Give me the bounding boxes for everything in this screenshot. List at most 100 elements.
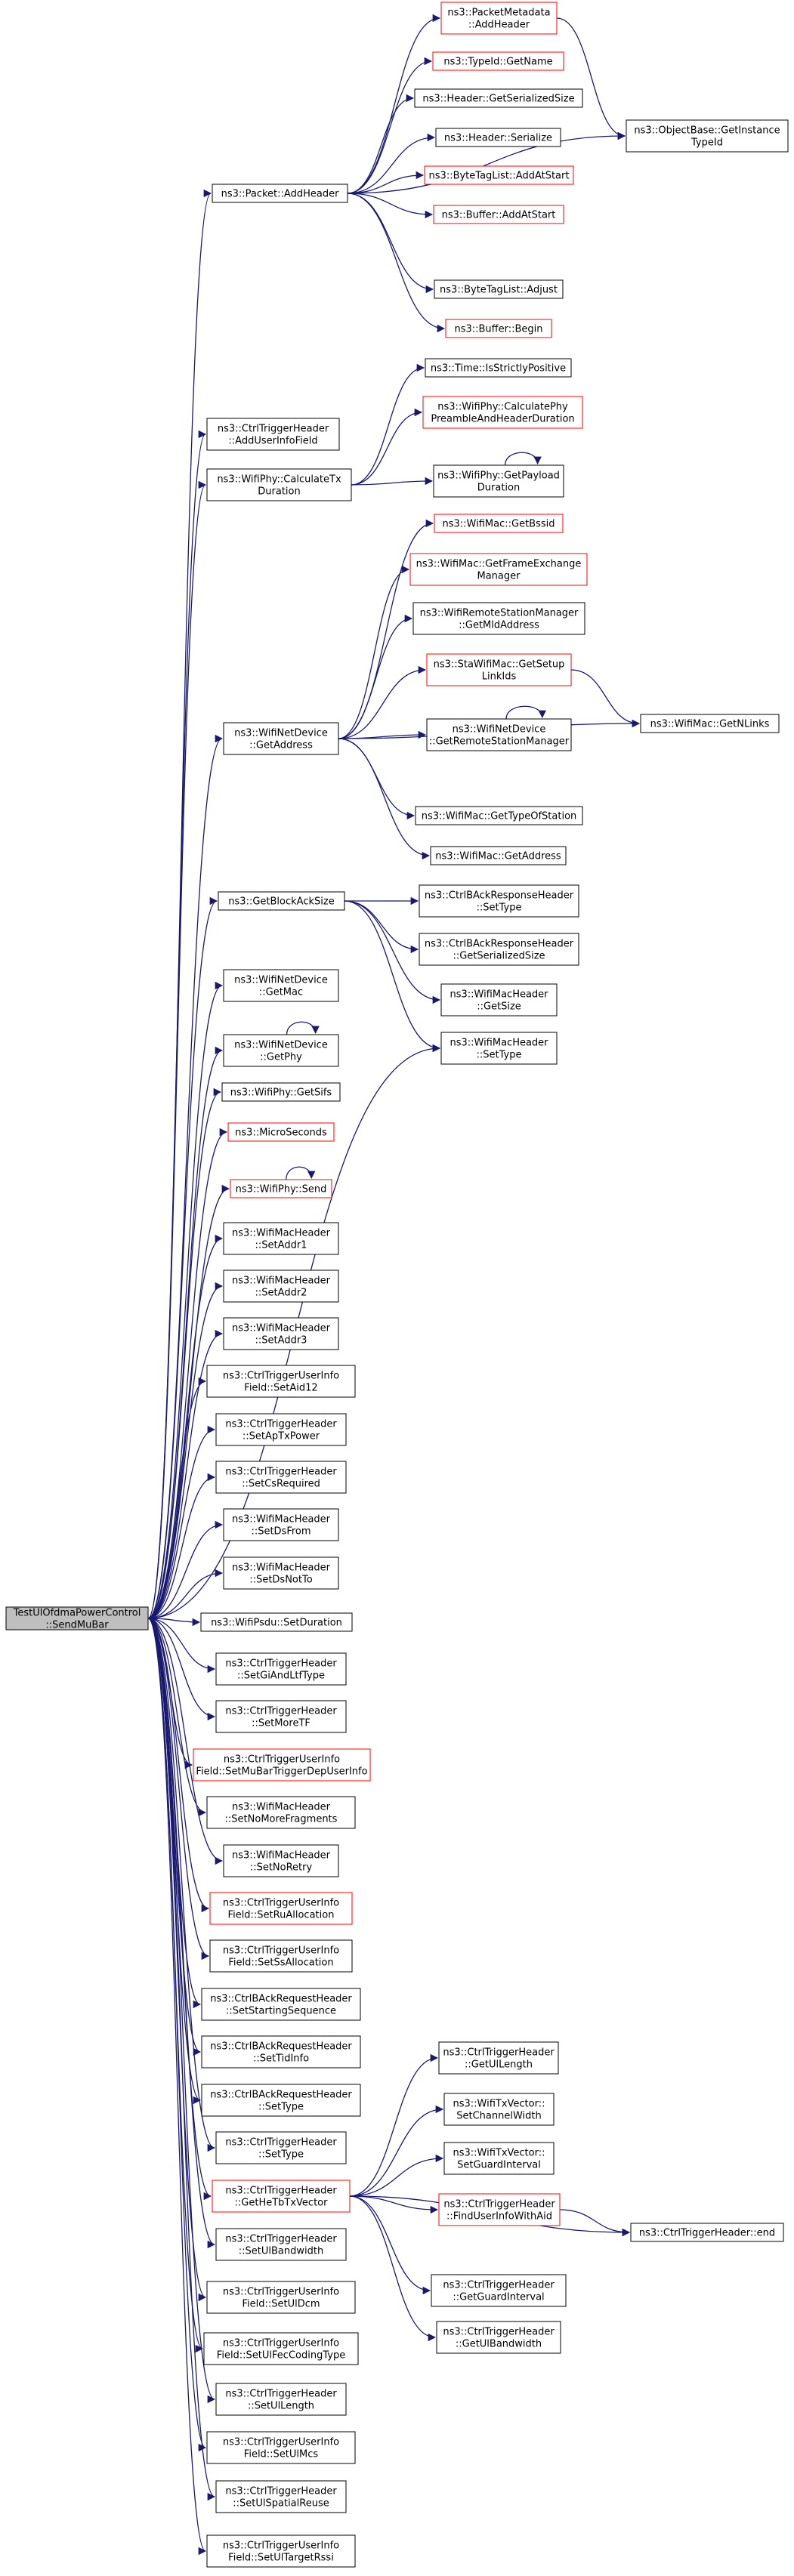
call-edge [147, 1425, 216, 1619]
function-node-bufAddAtStart[interactable]: ns3::Buffer::AddAtStart [433, 205, 564, 224]
function-node-setSsAlloc[interactable]: ns3::CtrlTriggerUserInfoField::SetSsAllo… [209, 1939, 353, 1973]
function-node-root[interactable]: TestUlOfdmaPowerControl::SendMuBar [5, 1606, 149, 1631]
function-node-macGetAddress[interactable]: ns3::WifiMac::GetAddress [430, 846, 567, 865]
function-node-wmhGetSize[interactable]: ns3::WifiMacHeader::GetSize [440, 983, 558, 1017]
function-node-setDsNotTo[interactable]: ns3::WifiMacHeader::SetDsNotTo [223, 1556, 339, 1590]
node-box [215, 2480, 347, 2513]
call-edge [504, 452, 542, 466]
function-node-setRuAlloc[interactable]: ns3::CtrlTriggerUserInfoField::SetRuAllo… [209, 1892, 353, 1925]
function-node-setGuardInterval[interactable]: ns3::WifiTxVector::SetGuardInterval [443, 2142, 555, 2175]
function-node-wndGetPhy[interactable]: ns3::WifiNetDevice::GetPhy [223, 1034, 339, 1067]
node-label: Field::SetUlMcs [244, 2449, 319, 2460]
function-node-setAddr1[interactable]: ns3::WifiMacHeader::SetAddr1 [223, 1222, 339, 1255]
function-node-typeIdGetName[interactable]: ns3::TypeId::GetName [432, 51, 564, 71]
node-label: ns3::WifiMacHeader [232, 1563, 331, 1574]
node-label: ::SetType [477, 1050, 522, 1061]
function-node-setTidInfo[interactable]: ns3::CtrlBAckRequestHeader::SetTidInfo [201, 2035, 361, 2069]
function-node-wndGetAddress[interactable]: ns3::WifiNetDevice::GetAddress [223, 722, 339, 755]
function-node-setMuBarDep[interactable]: ns3::CtrlTriggerUserInfoField::SetMuBarT… [193, 1748, 371, 1782]
function-node-macGetBssid[interactable]: ns3::WifiMac::GetBssid [434, 514, 564, 533]
node-label: Field::SetSsAllocation [228, 1957, 333, 1969]
function-node-btlAddAtStart[interactable]: ns3::ByteTagList::AddAtStart [424, 165, 574, 185]
function-node-trigSetType[interactable]: ns3::CtrlTriggerHeader::SetType [215, 2131, 347, 2164]
function-node-setAddr2[interactable]: ns3::WifiMacHeader::SetAddr2 [223, 1269, 339, 1303]
node-label: ns3::CtrlTriggerHeader [443, 2047, 555, 2059]
node-box [215, 1652, 347, 1686]
function-node-setApTxPower[interactable]: ns3::CtrlTriggerHeader::SetApTxPower [215, 1413, 347, 1446]
function-node-wmhSetType[interactable]: ns3::WifiMacHeader::SetType [440, 1032, 558, 1065]
function-node-barespSetType[interactable]: ns3::CtrlBAckResponseHeader::SetType [419, 884, 579, 918]
call-edge [147, 1618, 224, 1865]
function-node-getHeTbTxVector[interactable]: ns3::CtrlTriggerHeader::GetHeTbTxVector [212, 2180, 351, 2213]
function-node-getGuardInterval[interactable]: ns3::CtrlTriggerHeader::GetGuardInterval [431, 2274, 567, 2307]
function-node-setUlTargetRssi[interactable]: ns3::CtrlTriggerUserInfoField::SetUlTarg… [206, 2534, 356, 2568]
function-node-findUserInfoWithAid[interactable]: ns3::CtrlTriggerHeader::FindUserInfoWith… [438, 2193, 561, 2226]
function-node-calcPhyPreamble[interactable]: ns3::WifiPhy::CalculatePhyPreambleAndHea… [422, 396, 583, 429]
node-label: ::GetSize [477, 1001, 521, 1013]
function-node-setStartSeq[interactable]: ns3::CtrlBAckRequestHeader::SetStartingS… [201, 1988, 361, 2021]
function-node-rsmGetMld[interactable]: ns3::WifiRemoteStationManager::GetMldAdd… [412, 602, 585, 635]
function-node-wndGetMac[interactable]: ns3::WifiNetDevice::GetMac [223, 969, 339, 1002]
node-box [215, 2383, 347, 2416]
function-node-setCsRequired[interactable]: ns3::CtrlTriggerHeader::SetCsRequired [215, 1461, 347, 1494]
node-label: ::GetPhy [260, 1052, 302, 1063]
function-node-trigEnd[interactable]: ns3::CtrlTriggerHeader::end [630, 2223, 784, 2242]
function-node-setAddr3[interactable]: ns3::WifiMacHeader::SetAddr3 [223, 1317, 339, 1350]
node-box [206, 468, 352, 501]
node-label: ns3::ObjectBase::GetInstance [634, 125, 780, 137]
node-label: ns3::CtrlTriggerHeader [225, 1467, 337, 1478]
node-box [414, 88, 583, 108]
function-node-addHeader[interactable]: ns3::Packet::AddHeader [212, 184, 348, 203]
node-label: Field::SetAid12 [244, 1383, 317, 1394]
function-node-bufBegin[interactable]: ns3::Buffer::Begin [445, 319, 552, 338]
function-node-btlAdjust[interactable]: ns3::ByteTagList::Adjust [434, 279, 564, 299]
function-node-wndGetRsm[interactable]: ns3::WifiNetDevice::GetRemoteStationMana… [426, 718, 572, 751]
function-node-setNoMoreFrag[interactable]: ns3::WifiMacHeader::SetNoMoreFragments [206, 1796, 356, 1829]
node-layer: TestUlOfdmaPowerControl::SendMuBar ns3::P… [5, 2, 789, 2568]
function-node-hdrGetSerSize[interactable]: ns3::Header::GetSerializedSize [414, 88, 583, 108]
function-node-phyGetSifs[interactable]: ns3::WifiPhy::GetSifs [221, 1082, 341, 1102]
node-label: ::GetUlLength [465, 2059, 533, 2071]
node-box [223, 1269, 339, 1303]
function-node-phySend[interactable]: ns3::WifiPhy::Send [230, 1179, 332, 1199]
node-box [640, 714, 780, 733]
function-node-barSetType[interactable]: ns3::CtrlBAckRequestHeader::SetType [201, 2084, 361, 2117]
function-node-getBlockAckSize[interactable]: ns3::GetBlockAckSize [218, 891, 345, 911]
function-node-addUserInfoField[interactable]: ns3::CtrlTriggerHeader::AddUserInfoField [206, 418, 340, 451]
function-node-setUlBandwidth[interactable]: ns3::CtrlTriggerHeader::SetUlBandwidth [215, 2228, 347, 2261]
function-node-setNoRetry[interactable]: ns3::WifiMacHeader::SetNoRetry [223, 1844, 339, 1877]
node-label: ns3::Header::GetSerializedSize [422, 94, 574, 105]
function-node-setGiAndLtfType[interactable]: ns3::CtrlTriggerHeader::SetGiAndLtfType [215, 1652, 347, 1686]
call-edge [347, 57, 433, 194]
function-node-macGetTypeOfStation[interactable]: ns3::WifiMac::GetTypeOfStation [415, 806, 583, 825]
node-label: ::SetDsNotTo [249, 1575, 312, 1586]
node-box [443, 2093, 555, 2126]
function-node-setMoreTF[interactable]: ns3::CtrlTriggerHeader::SetMoreTF [215, 1700, 347, 1733]
function-node-getUlLength[interactable]: ns3::CtrlTriggerHeader::GetUlLength [438, 2041, 559, 2075]
call-edge [344, 900, 441, 1004]
function-node-psduSetDuration[interactable]: ns3::WifiPsdu::SetDuration [200, 1612, 353, 1632]
function-node-hdrSerialize[interactable]: ns3::Header::Serialize [435, 128, 561, 147]
node-label: ::GetGuardInterval [453, 2292, 544, 2303]
function-node-getNLinks[interactable]: ns3::WifiMac::GetNLinks [640, 714, 780, 733]
node-label: ns3::ByteTagList::AddAtStart [429, 171, 570, 182]
function-node-isStrictlyPos[interactable]: ns3::Time::IsStrictlyPositive [425, 358, 572, 378]
function-node-setDsFrom[interactable]: ns3::WifiMacHeader::SetDsFrom [223, 1508, 339, 1541]
function-node-getUlBandwidth[interactable]: ns3::CtrlTriggerHeader::GetUlBandwidth [436, 2321, 561, 2354]
function-node-pmAddHeader[interactable]: ns3::PacketMetadata::AddHeader [440, 2, 558, 35]
function-node-setChannelWidth[interactable]: ns3::WifiTxVector::SetChannelWidth [443, 2093, 555, 2126]
function-node-setUlFecCoding[interactable]: ns3::CtrlTriggerUserInfoField::SetUlFecC… [203, 2332, 359, 2365]
function-node-microSeconds[interactable]: ns3::MicroSeconds [227, 1122, 335, 1142]
node-box [433, 464, 564, 498]
function-node-setUlLength[interactable]: ns3::CtrlTriggerHeader::SetUlLength [215, 2383, 347, 2416]
function-node-barespGetSerSize[interactable]: ns3::CtrlBAckResponseHeader::GetSerializ… [419, 933, 579, 966]
function-node-setUlSpatialReuse[interactable]: ns3::CtrlTriggerHeader::SetUlSpatialReus… [215, 2480, 347, 2513]
